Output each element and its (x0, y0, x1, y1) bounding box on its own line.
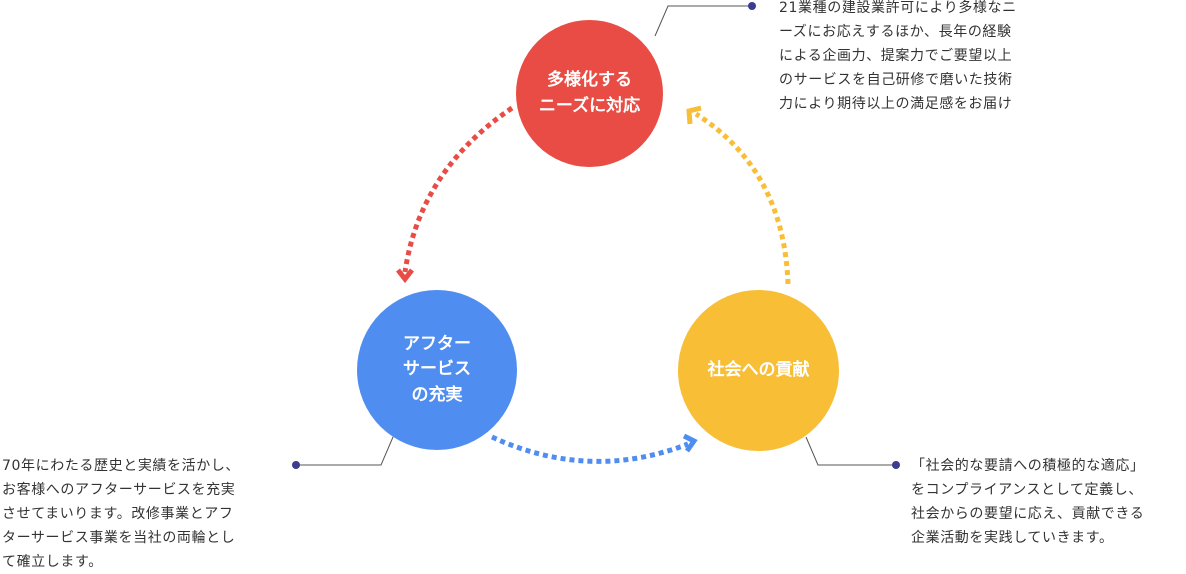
arrow-top-to-left (402, 105, 514, 273)
arrow-left-to-right (490, 434, 689, 464)
leader-dot-left (292, 461, 300, 469)
arrow-right-to-top (694, 111, 791, 285)
description-after-service: 70年にわたる歴史と実績を活かし、 お客様へのアフターサービスを充実 させてまい… (2, 458, 241, 570)
node-diverse-needs: 多様化する ニーズに対応 (516, 20, 663, 167)
leader-line-right (805, 436, 896, 466)
node-social-contribution-label: 社会への貢献 (707, 359, 810, 380)
node-after-service-label: アフター サービス の充実 (403, 333, 471, 405)
arrowhead-right-to-top (686, 105, 702, 125)
leader-dot-top (748, 2, 756, 10)
description-social-contribution: 「社会的な要請への積極的な適応」 をコンプライアンスとして定義し、 社会からの要… (911, 458, 1145, 546)
leader-line-top (654, 5, 752, 37)
node-diverse-needs-label: 多様化する ニーズに対応 (538, 70, 641, 116)
arrowhead-top-to-left (396, 268, 414, 284)
leader-dot-right (892, 461, 900, 469)
description-diverse-needs: 21業種の建設業許可により多様なニ ーズにお応えするほか、長年の経験 による企画… (779, 0, 1017, 112)
arrowhead-left-to-right (682, 433, 698, 453)
leader-line-left (296, 436, 394, 466)
node-after-service: アフター サービス の充実 (357, 290, 517, 450)
node-social-contribution: 社会への貢献 (678, 290, 839, 451)
